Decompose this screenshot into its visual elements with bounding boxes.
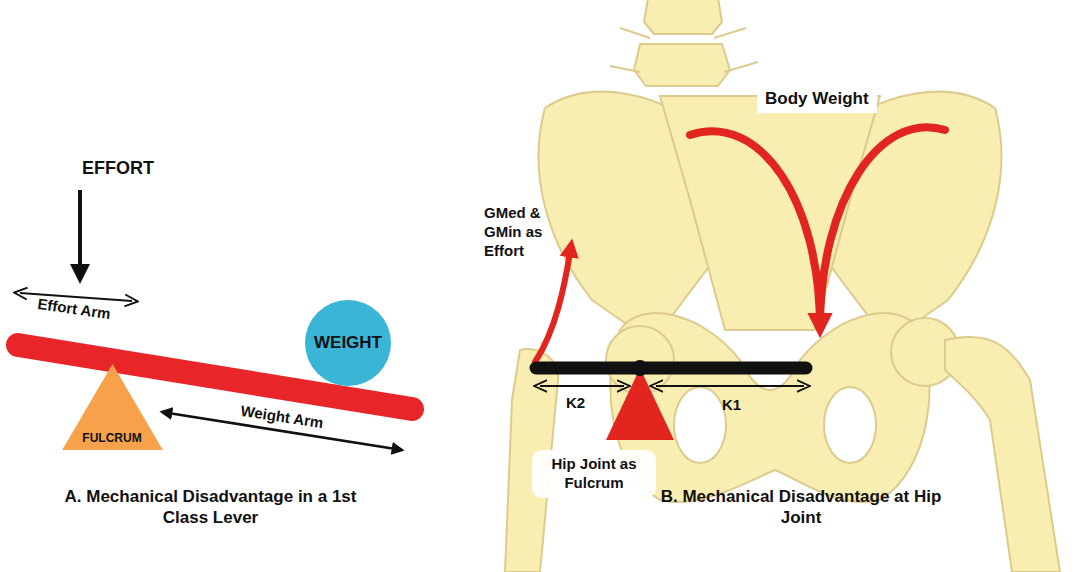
distance-label: K1 [722, 396, 741, 415]
node-text: FULCRUM [62, 431, 163, 445]
weight-circle: WEIGHT [305, 300, 391, 386]
panel-caption: A. Mechanical Disadvantage in a 1st Clas… [58, 486, 363, 529]
pelvis [505, 0, 1060, 572]
fulcrum-triangle: FULCRUM [62, 364, 163, 450]
fulcrum-triangle [606, 368, 674, 440]
node-text: WEIGHT [314, 333, 382, 353]
body-weight-arrow [690, 131, 820, 328]
hip-joint-dot [632, 360, 648, 376]
fulcrum-label: Hip Joint as Fulcrum [532, 450, 656, 498]
k2-arrow [540, 385, 624, 387]
k1-arrow [656, 385, 804, 387]
body-weight-arrow [820, 127, 945, 328]
effort-arrow [535, 246, 571, 362]
panel-caption: B. Mechanical Disadvantage at Hip Joint [640, 486, 962, 529]
muscle-label: GMed & GMin as Effort [484, 204, 558, 260]
force-label: Body Weight [757, 84, 877, 113]
effort-arrow [78, 190, 82, 280]
lever-bar [536, 362, 806, 375]
effort-label: EFFORT [70, 157, 166, 180]
distance-label: K2 [566, 394, 585, 413]
triangle-shape [62, 364, 163, 450]
